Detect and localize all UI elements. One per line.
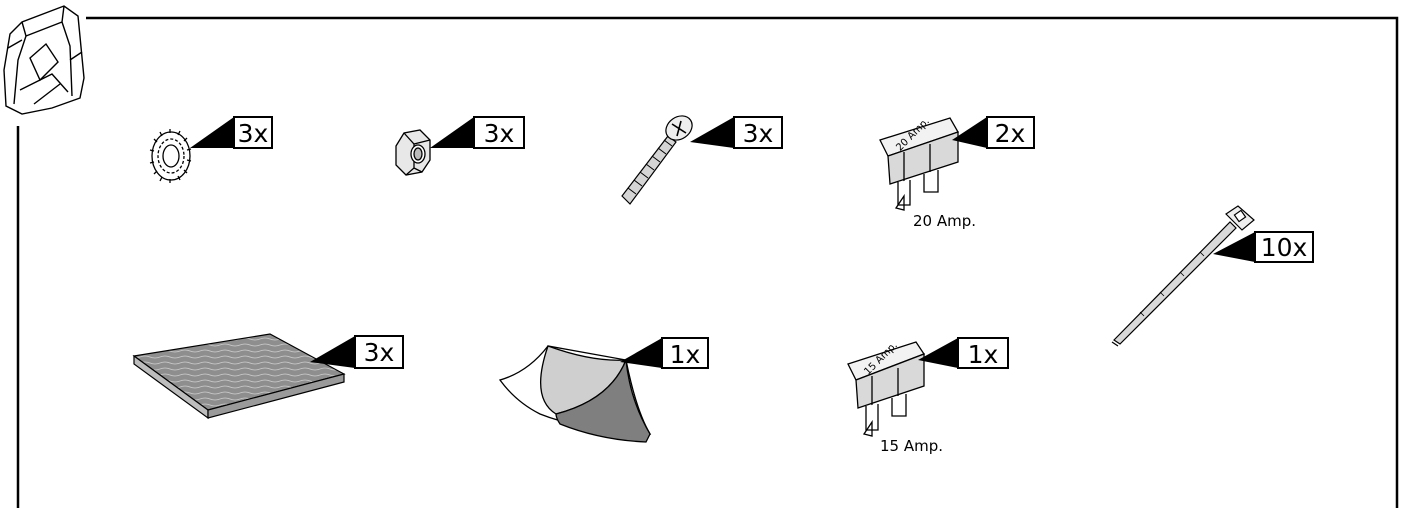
adhesive-tape-callout-pointer	[620, 338, 662, 368]
washer-callout-pointer	[190, 117, 234, 148]
screw-icon	[621, 115, 693, 205]
pad-qty-box	[354, 335, 404, 369]
fuse-15-qty: 1x	[968, 340, 999, 369]
pad-qty: 3x	[364, 338, 395, 367]
pad-icon	[132, 333, 346, 420]
pad-callout-pointer	[310, 336, 355, 368]
fuse-20-qty: 2x	[995, 119, 1026, 148]
cable-tie-icon	[1111, 205, 1255, 347]
fuse-20-qty-box	[986, 116, 1035, 149]
fuse-15-qty-box	[957, 337, 1009, 369]
nut-qty: 3x	[484, 119, 515, 148]
frame-border	[16, 16, 1399, 508]
nut-icon	[395, 129, 431, 176]
fuse-20-rating: 20 Amp.	[913, 212, 976, 230]
screw-callout-pointer	[690, 117, 734, 148]
cable-tie-qty-box	[1254, 231, 1314, 263]
nut-qty-box	[473, 116, 525, 149]
screw-qty: 3x	[743, 119, 774, 148]
cable-tie-callout-pointer	[1213, 232, 1255, 262]
washer-icon	[149, 129, 192, 183]
washer-qty: 3x	[238, 119, 269, 148]
adhesive-tape-icon	[498, 345, 652, 443]
washer-qty-box	[233, 116, 273, 149]
fuse-15-rating: 15 Amp.	[880, 437, 943, 455]
fuse-15-callout-pointer	[918, 338, 958, 368]
nut-callout-pointer	[430, 117, 474, 148]
fuse-20-icon	[879, 117, 959, 211]
adhesive-tape-qty: 1x	[670, 340, 701, 369]
fuse-15-icon	[847, 341, 925, 437]
adhesive-tape-qty-box	[661, 337, 709, 369]
fuse-20-callout-pointer	[952, 117, 987, 148]
screw-qty-box	[733, 116, 783, 149]
bag-icon	[3, 5, 85, 115]
cable-tie-qty: 10x	[1261, 233, 1308, 262]
